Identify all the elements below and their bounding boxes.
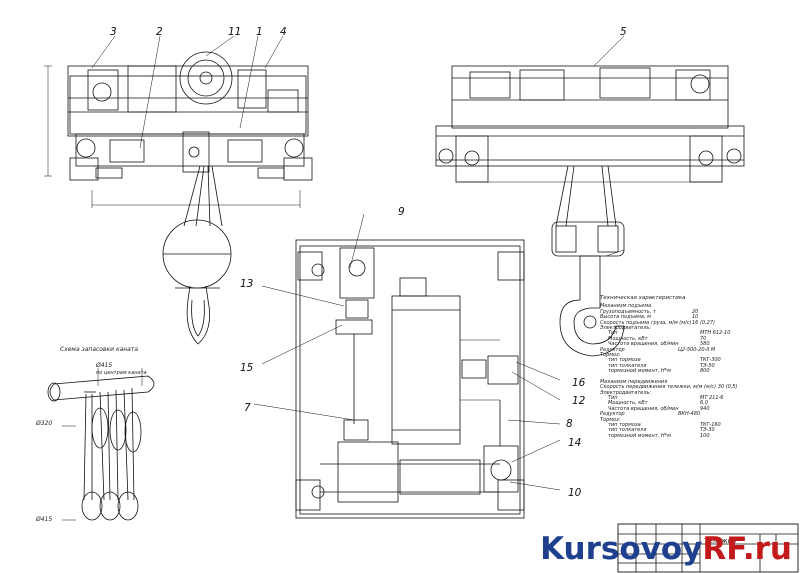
callout-2: 2 xyxy=(156,26,163,38)
spec-travel-header: Механизм передвижения xyxy=(600,378,668,385)
callout-4: 4 xyxy=(280,26,287,38)
reeving-block-diameter: Ø320 xyxy=(36,420,53,427)
watermark-main: Kursovoy xyxy=(540,531,703,567)
callout-8: 8 xyxy=(566,418,573,430)
spec-value: 100 xyxy=(700,432,710,439)
title-block xyxy=(617,523,799,573)
reeving-lower-diameter: Ø415 xyxy=(36,516,53,523)
spec-row: тормозной момент, Н*м 800 xyxy=(608,368,780,375)
spec-title: Техническая характеристика xyxy=(600,295,686,301)
spec-value: 16 (0,27) xyxy=(692,319,715,326)
spec-travel-motor-header: Электродвигатель: xyxy=(600,389,652,396)
spec-value: 6,0 xyxy=(700,400,708,407)
spec-row: тип тормоза ТКГ-160 xyxy=(608,421,780,428)
spec-travel-speed-row: Скорость передвижения тележки, м/м (м/с)… xyxy=(600,384,780,391)
spec-label: Мощность, кВт xyxy=(608,400,648,407)
spec-row: Частота вращения, об/мин 580 xyxy=(608,341,780,348)
spec-row: Скорость подъема груза, м/м (м/с)16 (0,2… xyxy=(600,319,780,326)
spec-value: Ц2-500-20-II М xyxy=(678,346,716,353)
spec-lift-motor-header: Электродвигатель: xyxy=(600,325,652,332)
spec-value: ТЭ-30 xyxy=(700,427,715,434)
reeving-diagram xyxy=(47,368,155,521)
spec-row: тип толкателя ТЭ-50 xyxy=(608,362,780,369)
spec-value: ТКГ-300 xyxy=(700,357,721,364)
watermark-suffix: RF.ru xyxy=(702,531,792,567)
reeving-drum-note: по центрам каната xyxy=(96,370,147,376)
spec-label: тип тормоза xyxy=(608,357,641,364)
spec-row: тип толкателя ТЭ-30 xyxy=(608,427,780,434)
spec-table: Техническая характеристика Механизм подъ… xyxy=(600,295,780,439)
callout-12: 12 xyxy=(572,395,586,407)
spec-label: тормозной момент, Н*м xyxy=(608,432,671,439)
title-block-name: Тележка xyxy=(704,537,737,545)
callout-7: 7 xyxy=(244,402,251,414)
callout-3: 3 xyxy=(110,26,117,38)
spec-label: тип толкателя xyxy=(608,427,647,434)
spec-value: ВКН-480 xyxy=(678,411,701,418)
spec-label: Тип xyxy=(608,330,618,337)
spec-value: 70 xyxy=(700,335,707,342)
spec-lift-reducer-row: Редуктор Ц2-500-20-II М xyxy=(600,346,780,353)
callout-13: 13 xyxy=(240,278,254,290)
spec-row: тормозной момент, Н*м 100 xyxy=(608,432,780,439)
spec-label: тип толкателя xyxy=(608,362,647,369)
spec-label: тип тормоза xyxy=(608,421,641,428)
side-view xyxy=(435,35,745,357)
plan-view xyxy=(253,213,561,519)
spec-value: ТЭ-50 xyxy=(700,362,715,369)
spec-value: 800 xyxy=(700,368,710,375)
watermark-logo: KursovoyRF.ru xyxy=(540,531,792,567)
spec-row: Мощность, кВт 6,0 xyxy=(608,400,780,407)
spec-label: Мощность, кВт xyxy=(608,335,648,342)
spec-label: Грузоподъемность, т xyxy=(600,308,656,315)
spec-value: 940 xyxy=(700,405,710,412)
spec-value: 580 xyxy=(700,341,710,348)
spec-label: Тип xyxy=(608,394,618,401)
front-view xyxy=(44,35,313,345)
callout-1: 1 xyxy=(256,26,263,38)
callout-16: 16 xyxy=(572,377,586,389)
spec-row: Тип МТ 211-6 xyxy=(608,394,780,401)
spec-row: тип тормоза ТКГ-300 xyxy=(608,357,780,364)
spec-label: Частота вращения, об/мин xyxy=(608,341,679,348)
spec-value: 10 xyxy=(692,314,699,321)
reeving-drum-diameter: Ø415 xyxy=(96,362,113,369)
spec-lift-brake-header: Тормоз: xyxy=(600,352,621,359)
callout-15: 15 xyxy=(240,362,254,374)
callout-14: 14 xyxy=(568,437,582,449)
spec-travel-brake-header: Тормоз: xyxy=(600,416,621,423)
spec-label: Скорость подъема груза, м/м (м/с) xyxy=(600,319,692,326)
spec-label: Скорость передвижения тележки, м/м (м/с) xyxy=(600,384,717,391)
spec-row: Высота подъема, м 10 xyxy=(600,314,780,321)
reeving-title: Схема запасовки каната xyxy=(60,346,139,353)
callout-10: 10 xyxy=(568,487,582,499)
spec-value: ТКГ-160 xyxy=(700,421,721,428)
spec-lift-header: Механизм подъема xyxy=(600,303,652,310)
callout-11: 11 xyxy=(228,26,242,38)
spec-label: Частота вращения, об/мин xyxy=(608,405,679,412)
spec-value: 20 xyxy=(692,308,699,315)
spec-row: Тип МТН 612-10 xyxy=(608,330,780,337)
spec-value: МТН 612-10 xyxy=(700,330,731,337)
spec-row: Мощность, кВт 70 xyxy=(608,335,780,342)
spec-value: МТ 211-6 xyxy=(700,394,724,401)
spec-value: 30 (0,5) xyxy=(717,384,738,391)
callout-5: 5 xyxy=(620,26,627,38)
spec-label: Высота подъема, м xyxy=(600,314,651,321)
callout-9: 9 xyxy=(398,206,405,218)
spec-row: Грузоподъемность, т 20 xyxy=(600,308,780,315)
spec-travel-reducer-row: Редуктор ВКН-480 xyxy=(600,411,780,418)
spec-label: Редуктор xyxy=(600,411,625,418)
spec-row: Частота вращения, об/мин 940 xyxy=(608,405,780,412)
spec-label: Редуктор xyxy=(600,346,625,353)
spec-label: тормозной момент, Н*м xyxy=(608,368,671,375)
